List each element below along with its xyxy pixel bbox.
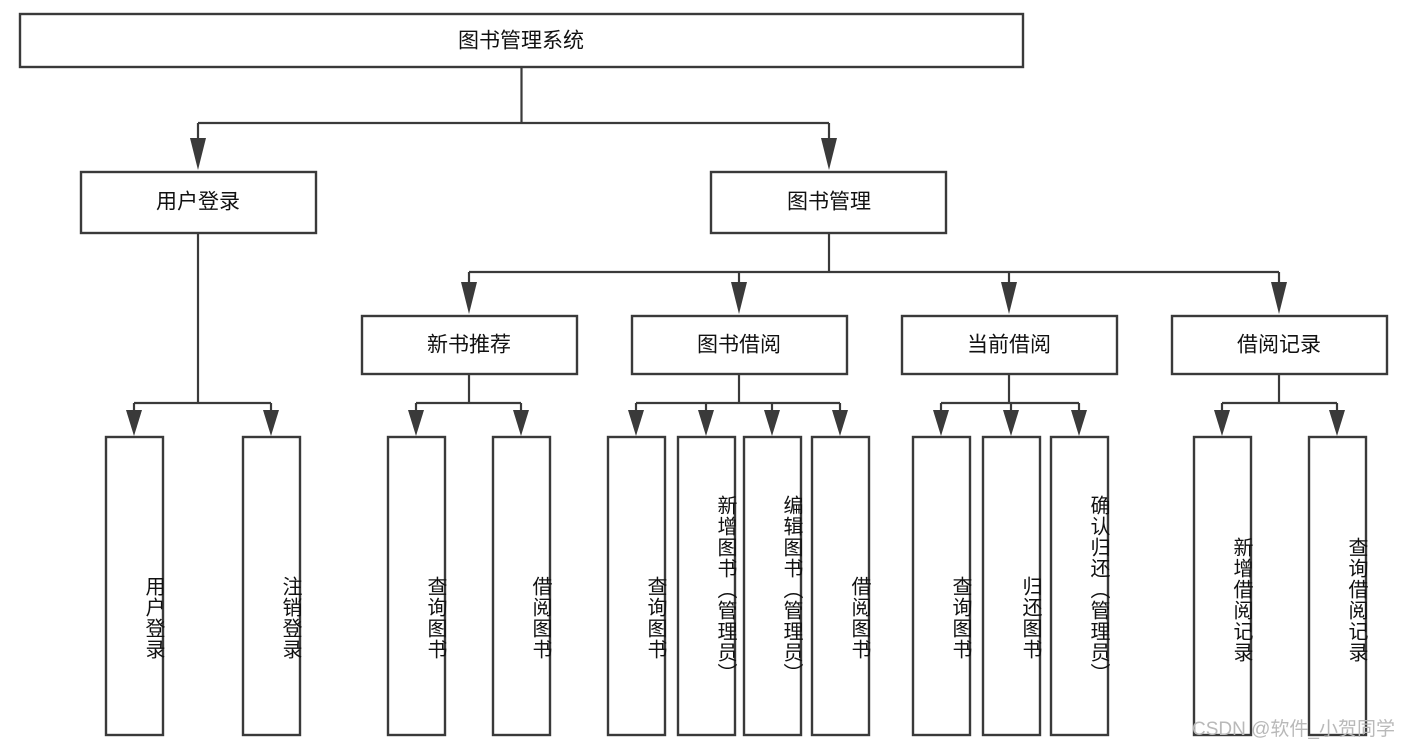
arrow-head-leaf-bb-4 xyxy=(832,410,848,436)
node-box-root[interactable] xyxy=(18,12,1025,69)
connector-group-new-book-recommend xyxy=(408,374,529,436)
arrow-head-leaf-user-login-2 xyxy=(263,410,279,436)
node-box-leaf-bb-4[interactable] xyxy=(810,435,871,737)
node-box-leaf-bb-2[interactable] xyxy=(676,435,737,737)
node-box-leaf-cb-2[interactable] xyxy=(981,435,1042,737)
node-label-new-book-recommend: 新书推荐 xyxy=(427,334,511,357)
arrow-head-leaf-bb-1 xyxy=(628,410,644,436)
node-box-book-borrow[interactable] xyxy=(630,314,849,376)
arrow-head-leaf-nbr-1 xyxy=(408,410,424,436)
connector-group-root xyxy=(190,67,837,170)
arrow-head-leaf-br-1 xyxy=(1214,410,1230,436)
arrow-head-new-book-recommend xyxy=(461,282,477,314)
arrow-head-current-borrow xyxy=(1001,282,1017,314)
node-box-leaf-nbr-1[interactable] xyxy=(386,435,447,737)
arrow-head-user-login xyxy=(190,138,206,170)
connector-group-book-borrow xyxy=(628,374,848,436)
node-box-leaf-user-login-1[interactable] xyxy=(104,435,165,737)
connector-group-current-borrow xyxy=(933,374,1087,436)
arrow-head-book-borrow xyxy=(731,282,747,314)
connector-group-borrow-record xyxy=(1214,374,1345,436)
node-box-new-book-recommend[interactable] xyxy=(360,314,579,376)
node-box-leaf-cb-3[interactable] xyxy=(1049,435,1110,737)
node-box-user-login[interactable] xyxy=(79,170,318,235)
arrow-head-leaf-bb-2 xyxy=(698,410,714,436)
arrow-head-leaf-user-login-1 xyxy=(126,410,142,436)
node-label-book-borrow: 图书借阅 xyxy=(697,334,781,357)
node-label-current-borrow: 当前借阅 xyxy=(967,334,1051,357)
node-box-current-borrow[interactable] xyxy=(900,314,1119,376)
node-box-leaf-bb-3[interactable] xyxy=(742,435,803,737)
arrow-head-leaf-br-2 xyxy=(1329,410,1345,436)
node-label-borrow-record: 借阅记录 xyxy=(1237,334,1321,357)
arrow-head-borrow-record xyxy=(1271,282,1287,314)
node-box-leaf-nbr-2[interactable] xyxy=(491,435,552,737)
node-label-book-management: 图书管理 xyxy=(787,191,871,214)
connector-group-user-login xyxy=(126,233,279,436)
node-box-leaf-user-login-2[interactable] xyxy=(241,435,302,737)
node-label-root: 图书管理系统 xyxy=(458,30,584,53)
node-box-leaf-br-2[interactable] xyxy=(1307,435,1368,737)
node-box-leaf-br-1[interactable] xyxy=(1192,435,1253,737)
csdn-watermark: CSDN @软件_小贺同学 xyxy=(1192,719,1395,740)
node-box-leaf-bb-1[interactable] xyxy=(606,435,667,737)
node-box-borrow-record[interactable] xyxy=(1170,314,1389,376)
arrow-head-leaf-cb-3 xyxy=(1071,410,1087,436)
arrow-head-leaf-nbr-2 xyxy=(513,410,529,436)
arrow-head-leaf-bb-3 xyxy=(764,410,780,436)
node-box-book-management[interactable] xyxy=(709,170,948,235)
node-box-leaf-cb-1[interactable] xyxy=(911,435,972,737)
node-label-user-login: 用户登录 xyxy=(156,191,240,214)
arrow-head-leaf-cb-1 xyxy=(933,410,949,436)
connector-group-book-mgmt xyxy=(461,233,1287,314)
arrow-head-leaf-cb-2 xyxy=(1003,410,1019,436)
arrow-head-book-mgmt xyxy=(821,138,837,170)
